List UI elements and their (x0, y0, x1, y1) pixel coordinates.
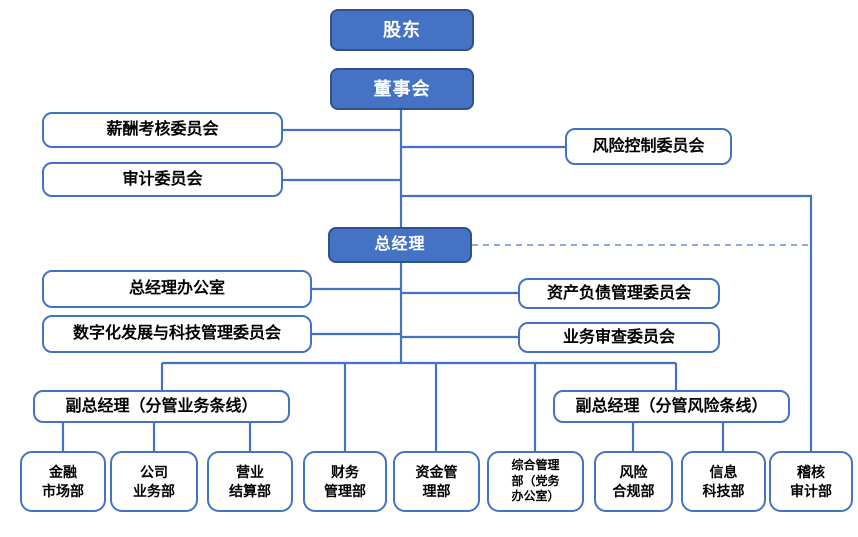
node-deputy-gm-risk: 副总经理（分管风险条线） (553, 390, 790, 423)
node-gm-office: 总经理办公室 (42, 270, 312, 308)
node-dept-corporate-business: 公司 业务部 (110, 451, 198, 512)
node-dept-operations-settlement: 营业 结算部 (207, 451, 293, 512)
node-dept-finance-management: 财务 管理部 (303, 451, 387, 512)
node-shareholders: 股东 (330, 9, 474, 51)
node-dept-information-technology: 信息 科技部 (681, 451, 766, 512)
node-business-review-committee: 业务审查委员会 (518, 322, 720, 353)
node-board: 董事会 (330, 68, 474, 110)
node-dept-audit: 稽核 审计部 (769, 451, 853, 512)
node-dept-treasury-management: 资金管 理部 (393, 451, 480, 512)
node-dept-general-admin: 综合管理 部（党务 办公室） (487, 451, 584, 512)
node-deputy-gm-business: 副总经理（分管业务条线） (33, 390, 290, 423)
node-audit-committee: 审计委员会 (42, 162, 283, 197)
node-risk-control-committee: 风险控制委员会 (565, 128, 732, 165)
node-dept-financial-markets: 金融 市场部 (20, 451, 106, 512)
node-asset-liability-committee: 资产负债管理委员会 (518, 278, 720, 309)
node-compensation-committee: 薪酬考核委员会 (42, 112, 283, 148)
node-digital-tech-committee: 数字化发展与科技管理委员会 (42, 315, 312, 353)
node-dept-risk-compliance: 风险 合规部 (594, 451, 673, 512)
connector-board-to-audit-dept (401, 194, 813, 451)
node-general-manager: 总经理 (328, 227, 472, 263)
